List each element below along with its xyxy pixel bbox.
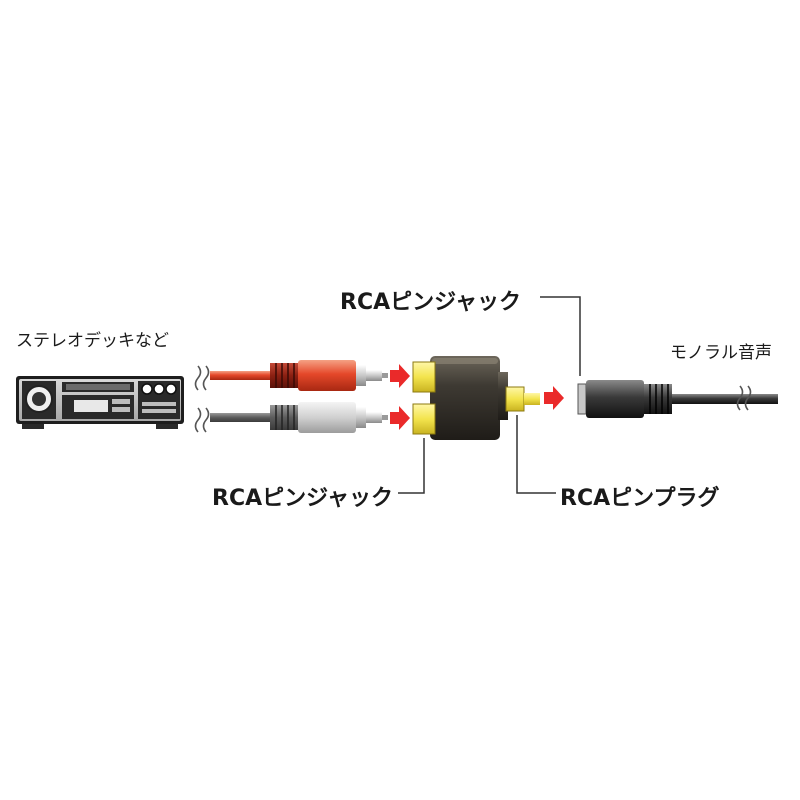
cable-break-icon [194, 365, 210, 433]
label-rca-jack-top: RCAピンジャック [340, 290, 522, 315]
mono-jack [577, 380, 778, 418]
rca-adapter [412, 356, 540, 440]
flow-arrow-icon [390, 364, 564, 430]
red-rca-plug [210, 360, 388, 391]
leader-lines [398, 296, 581, 494]
stereo-deck-icon [16, 376, 184, 429]
label-rca-plug: RCAピンプラグ [560, 486, 720, 511]
cable-break-icon [736, 385, 752, 411]
white-rca-plug [210, 402, 388, 433]
label-rca-jack-bottom: RCAピンジャック [212, 486, 394, 511]
label-stereo-deck: ステレオデッキなど [16, 331, 169, 351]
label-mono-audio: モノラル音声 [670, 343, 772, 363]
